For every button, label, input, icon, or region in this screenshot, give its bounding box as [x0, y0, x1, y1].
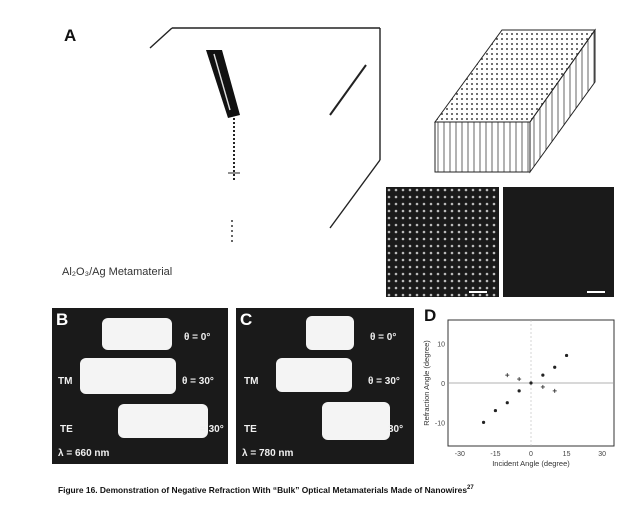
- caption-reference: 27: [467, 485, 474, 491]
- tm-label: TM: [58, 376, 73, 387]
- x-tick-label: 0: [529, 451, 533, 458]
- beam-spot-normal: [102, 318, 172, 350]
- y-tick-label: 0: [441, 381, 445, 388]
- y-tick-label: -10: [435, 420, 445, 427]
- y-axis-label: Refraction Angle (degree): [422, 340, 431, 426]
- data-point: [505, 401, 509, 405]
- te-angle-label: = 30°: [200, 424, 224, 435]
- panel-c: C θ = 0° TM θ = 30° TE 30° λ = 780 nm: [236, 308, 414, 464]
- angle-label-30: θ = 30°: [368, 376, 400, 387]
- x-axis-label: Incident Angle (degree): [492, 459, 570, 468]
- panel-a: A Al₂O₃/Ag Metamaterial: [62, 26, 614, 297]
- nanowire-block-illustration: [434, 28, 596, 174]
- sem-image-side-view: [503, 187, 614, 297]
- beam-spot-te: [118, 404, 208, 438]
- te-label: TE: [60, 424, 73, 435]
- x-tick-label: -30: [455, 451, 465, 458]
- data-point: [493, 408, 498, 413]
- x-tick-label: -15: [490, 451, 500, 458]
- te-label: TE: [244, 424, 257, 435]
- data-point: [517, 389, 521, 393]
- angle-label-30: θ = 30°: [182, 376, 214, 387]
- data-point: [564, 353, 569, 358]
- data-point: [552, 388, 557, 393]
- wavelength-label: λ = 660 nm: [58, 448, 110, 459]
- scale-bar: [587, 291, 605, 293]
- te-angle-label: 30°: [388, 424, 404, 435]
- data-point: [553, 365, 557, 369]
- panel-b-letter: B: [56, 310, 69, 329]
- beam-spot-tm: [80, 358, 176, 394]
- figure-caption: Figure 16. Demonstration of Negative Ref…: [58, 483, 578, 495]
- refraction-diagram: [149, 27, 381, 242]
- data-point: [541, 373, 545, 377]
- material-label: Al₂O₃/Ag Metamaterial: [62, 266, 173, 278]
- data-point: [517, 377, 522, 382]
- caption-text: Figure 16. Demonstration of Negative Ref…: [58, 484, 467, 495]
- y-tick-label: 10: [437, 342, 445, 349]
- panel-a-letter: A: [64, 26, 77, 45]
- beam-spot-normal: [306, 316, 354, 350]
- scale-bar: [469, 291, 487, 293]
- data-point: [529, 381, 533, 385]
- tm-label: TM: [244, 376, 259, 387]
- wavelength-label: λ = 780 nm: [242, 448, 294, 459]
- angle-label-0: θ = 0°: [370, 332, 397, 343]
- beam-spot-tm: [276, 358, 352, 392]
- angle-label-0: θ = 0°: [184, 332, 211, 343]
- beam-spot-te: [322, 402, 390, 440]
- panel-c-letter: C: [240, 310, 253, 329]
- data-point: [481, 420, 486, 424]
- panel-b: B θ = 0° TM θ = 30° TE = 30° λ = 660 nm: [52, 308, 228, 464]
- data-point: [505, 373, 510, 378]
- sem-image-top-view: [386, 187, 499, 297]
- x-tick-label: 30: [598, 451, 606, 458]
- panel-d-letter: D: [424, 306, 437, 325]
- data-point: [540, 384, 545, 389]
- sem-dot-lattice: [386, 187, 499, 297]
- x-tick-label: 15: [563, 451, 571, 458]
